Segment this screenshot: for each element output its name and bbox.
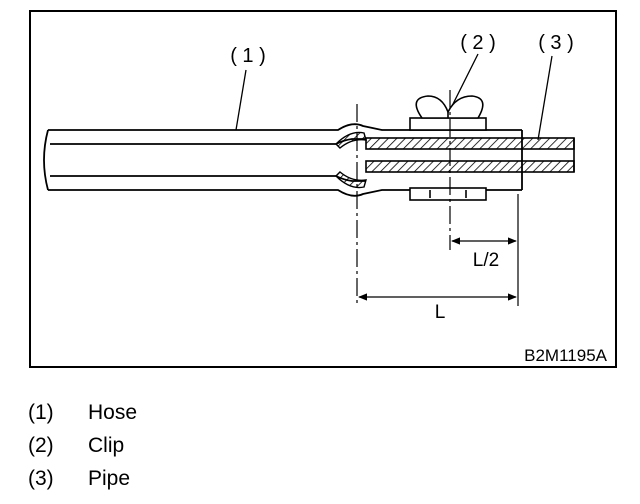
- clip: [409, 95, 487, 201]
- legend-item-hose: (1) Hose: [28, 396, 137, 429]
- leader-hose: [235, 69, 247, 131]
- legend-label: Pipe: [88, 466, 131, 490]
- legend-number: (2): [28, 433, 54, 457]
- callout-pipe: ( 3 ): [538, 32, 574, 54]
- leader-lines: [235, 53, 553, 141]
- hose-lip-top: [335, 131, 367, 149]
- legend-label: Clip: [88, 433, 125, 457]
- extension-lines: [356, 90, 519, 306]
- leader-clip: [451, 53, 479, 107]
- pipe: [365, 137, 575, 173]
- leader-pipe: [537, 55, 553, 141]
- hose-lip-bottom: [335, 171, 367, 189]
- figure-code: B2M1195A: [524, 346, 608, 365]
- callout-clip: ( 2 ): [460, 32, 496, 54]
- hose-clip-diagram: ( 1 ) ( 2 ) ( 3 ) L/2 L B2M1195A: [29, 10, 617, 368]
- legend-item-pipe: (3) Pipe: [28, 462, 137, 495]
- callout-hose: ( 1 ): [230, 45, 266, 67]
- legend-number: (3): [28, 466, 54, 490]
- legend-item-clip: (2) Clip: [28, 429, 137, 462]
- legend-label: Hose: [88, 400, 138, 424]
- dimension-half-label: L/2: [473, 250, 499, 271]
- dimension-full-label: L: [435, 302, 446, 323]
- diagram-frame: [29, 10, 617, 368]
- legend-number: (1): [28, 400, 54, 424]
- legend: (1) Hose (2) Clip (3) Pipe: [28, 396, 137, 495]
